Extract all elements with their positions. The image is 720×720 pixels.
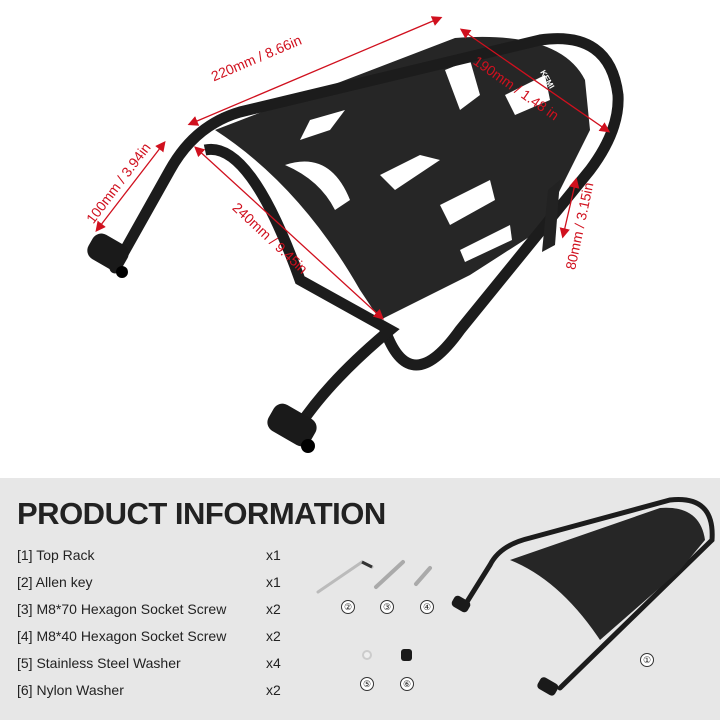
- item-qty: x2: [266, 601, 281, 617]
- callout-2: ②: [341, 600, 355, 614]
- arrow-190mm: [459, 28, 611, 133]
- item-label: [1] Top Rack: [17, 547, 95, 563]
- callout-1: ①: [640, 653, 654, 667]
- item-label: [6] Nylon Washer: [17, 682, 124, 698]
- callout-3: ③: [380, 600, 394, 614]
- m8x70-screw: [374, 560, 405, 589]
- item-label: [3] M8*70 Hexagon Socket Screw: [17, 601, 227, 617]
- item-qty: x4: [266, 655, 281, 671]
- item-qty: x2: [266, 628, 281, 644]
- nylon-washer: [401, 649, 412, 661]
- arrow-220mm: [187, 16, 443, 126]
- arrow-240mm: [194, 146, 384, 320]
- arrow-80mm: [559, 177, 580, 239]
- callout-4: ④: [420, 600, 434, 614]
- mounting-bracket: [542, 180, 560, 252]
- steel-washer: [362, 650, 372, 660]
- item-qty: x1: [266, 574, 281, 590]
- arrow-100mm: [95, 140, 166, 233]
- top-rack-illustration: KEMI: [87, 16, 624, 453]
- item-qty: x2: [266, 682, 281, 698]
- item-qty: x1: [266, 547, 281, 563]
- callout-6: ⑥: [400, 677, 414, 691]
- item-label: [2] Allen key: [17, 574, 93, 590]
- section-title: PRODUCT INFORMATION: [17, 496, 386, 531]
- rack-foot-left: [87, 233, 129, 278]
- item-label: [4] M8*40 Hexagon Socket Screw: [17, 628, 227, 644]
- allen-key: [316, 560, 374, 594]
- dimension-arrows: [95, 16, 611, 320]
- item-label: [5] Stainless Steel Washer: [17, 655, 181, 671]
- top-rack-small: [462, 497, 715, 691]
- callout-5: ⑤: [360, 677, 374, 691]
- rack-foot-right: [267, 403, 317, 453]
- m8x40-screw: [414, 566, 432, 586]
